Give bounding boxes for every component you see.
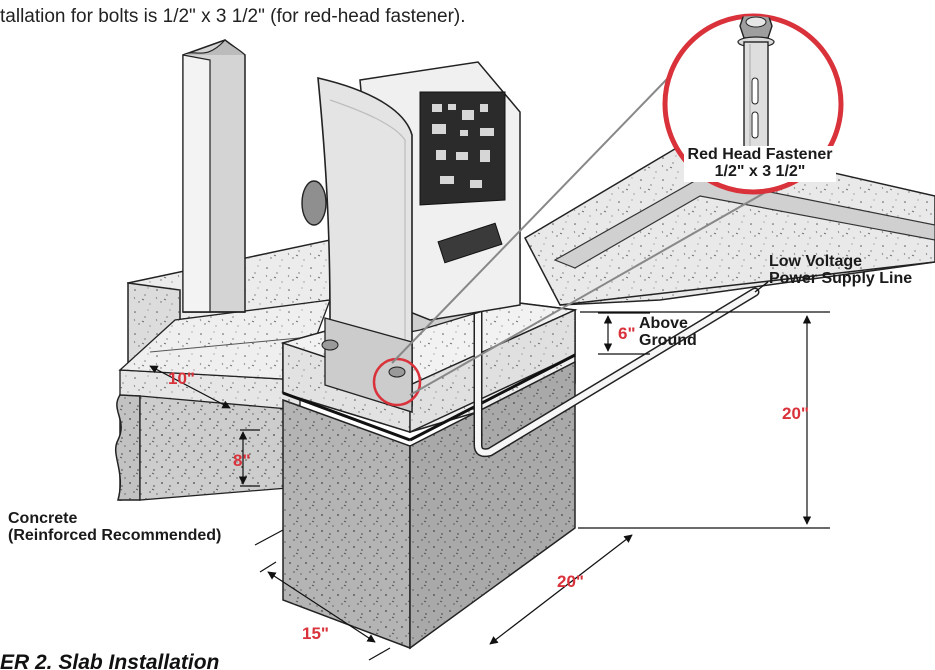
power-line-2: Power Supply Line [769, 269, 913, 287]
instruction-text: tallation for bolts is 1/2" x 3 1/2" (fo… [0, 6, 466, 27]
dim-trench-depth: 8" [233, 451, 251, 470]
figure-caption: ER 2. Slab Installation [0, 651, 220, 670]
gate-post [182, 39, 246, 313]
conduit [473, 267, 760, 458]
concrete-line-2: (Reinforced Recommended) [8, 526, 222, 544]
power-supply-label: Low Voltage Power Supply Line [769, 253, 913, 288]
dim-slab-height: 20" [782, 404, 809, 423]
dim-trench-width: 10" [168, 369, 195, 388]
magnifier-leader-lines [391, 77, 767, 396]
fastener-label: Red Head Fastener 1/2" x 3 1/2" [684, 146, 836, 182]
gate-operator [301, 61, 521, 413]
power-line-leader [754, 281, 769, 293]
dim-above-ground: 6" [618, 324, 636, 343]
dim-slab-width: 15" [302, 624, 329, 643]
power-line-1: Low Voltage [769, 253, 863, 270]
above-ground-label: Above Ground [639, 315, 697, 350]
above-ground-1: Above [639, 315, 688, 332]
concrete-label: Concrete (Reinforced Recommended) [8, 510, 222, 545]
fastener-name: Red Head Fastener [687, 146, 833, 163]
dimension-lines [149, 311, 830, 661]
above-ground-2: Ground [639, 331, 697, 349]
concrete-line-1: Concrete [8, 510, 78, 527]
fastener-size: 1/2" x 3 1/2" [714, 162, 806, 180]
red-head-fastener-icon [737, 16, 775, 155]
dim-slab-length: 20" [557, 572, 584, 591]
